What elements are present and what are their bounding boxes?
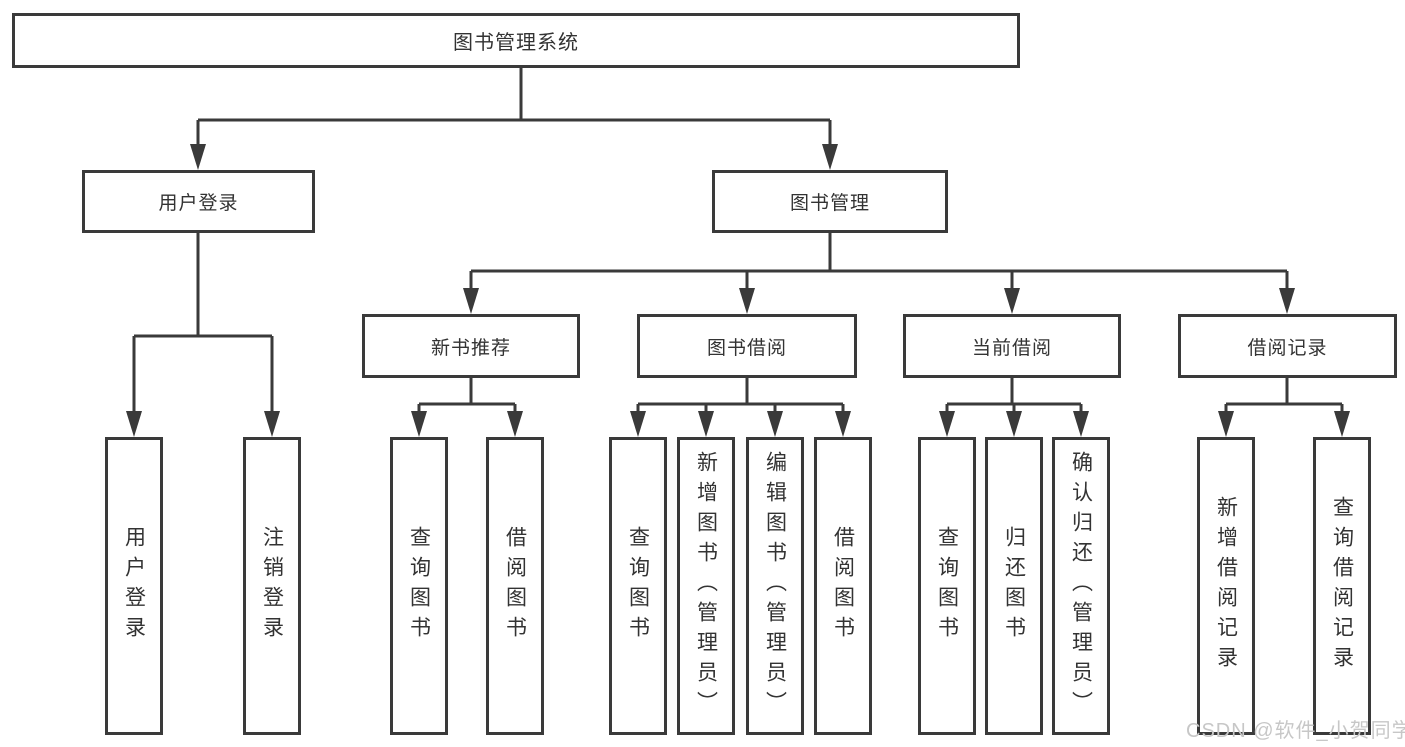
- leaf-add-borrow-record: 新增借阅记录: [1197, 437, 1255, 735]
- leaf-add-books-admin: 新增图书（管理员）: [677, 437, 735, 735]
- leaf-query-books: 查询图书: [609, 437, 667, 735]
- leaf-user-login: 用户登录: [105, 437, 163, 735]
- node-label: 图书借阅: [706, 337, 787, 359]
- leaf-borrow-books: 借阅图书: [814, 437, 872, 735]
- csdn-watermark: CSDN @软件_小贺同学: [1186, 720, 1405, 742]
- leaf-query-borrow-record: 查询借阅记录: [1313, 437, 1371, 735]
- arrowheads: [126, 144, 1350, 437]
- node-label: 借阅记录: [1247, 337, 1328, 359]
- leaf-label: 查询图书: [935, 526, 959, 646]
- leaf-label: 查询图书: [626, 526, 650, 646]
- node-label: 用户登录: [158, 193, 239, 214]
- node-book-borrowing: 图书借阅: [637, 314, 857, 378]
- leaf-label: 确认归还（管理员）: [1069, 451, 1093, 721]
- leaf-query-books: 查询图书: [918, 437, 976, 735]
- leaf-label: 新增借阅记录: [1214, 496, 1238, 676]
- leaf-query-books: 查询图书: [390, 437, 448, 735]
- leaf-label: 注销登录: [260, 526, 284, 646]
- leaf-label: 借阅图书: [503, 526, 527, 646]
- node-label: 新书推荐: [430, 337, 511, 359]
- node-current-borrowing: 当前借阅: [903, 314, 1121, 378]
- node-book-management: 图书管理: [712, 170, 948, 233]
- leaf-label: 查询借阅记录: [1330, 496, 1354, 676]
- node-system-title: 图书管理系统: [12, 13, 1020, 68]
- node-user-login: 用户登录: [82, 170, 315, 233]
- node-label: 图书管理系统: [453, 32, 579, 54]
- leaf-logout: 注销登录: [243, 437, 301, 735]
- leaf-label: 借阅图书: [831, 526, 855, 646]
- leaf-edit-books-admin: 编辑图书（管理员）: [746, 437, 804, 735]
- leaf-borrow-books: 借阅图书: [486, 437, 544, 735]
- node-label: 图书管理: [789, 193, 870, 214]
- leaf-label: 编辑图书（管理员）: [763, 451, 787, 721]
- node-new-book-recommend: 新书推荐: [362, 314, 580, 378]
- leaf-label: 查询图书: [407, 526, 431, 646]
- node-borrow-records: 借阅记录: [1178, 314, 1397, 378]
- leaf-label: 新增图书（管理员）: [694, 451, 718, 721]
- leaf-label: 用户登录: [122, 526, 146, 646]
- node-label: 当前借阅: [971, 337, 1052, 359]
- leaf-confirm-return-admin: 确认归还（管理员）: [1052, 437, 1110, 735]
- leaf-label: 归还图书: [1002, 526, 1026, 646]
- leaf-return-books: 归还图书: [985, 437, 1043, 735]
